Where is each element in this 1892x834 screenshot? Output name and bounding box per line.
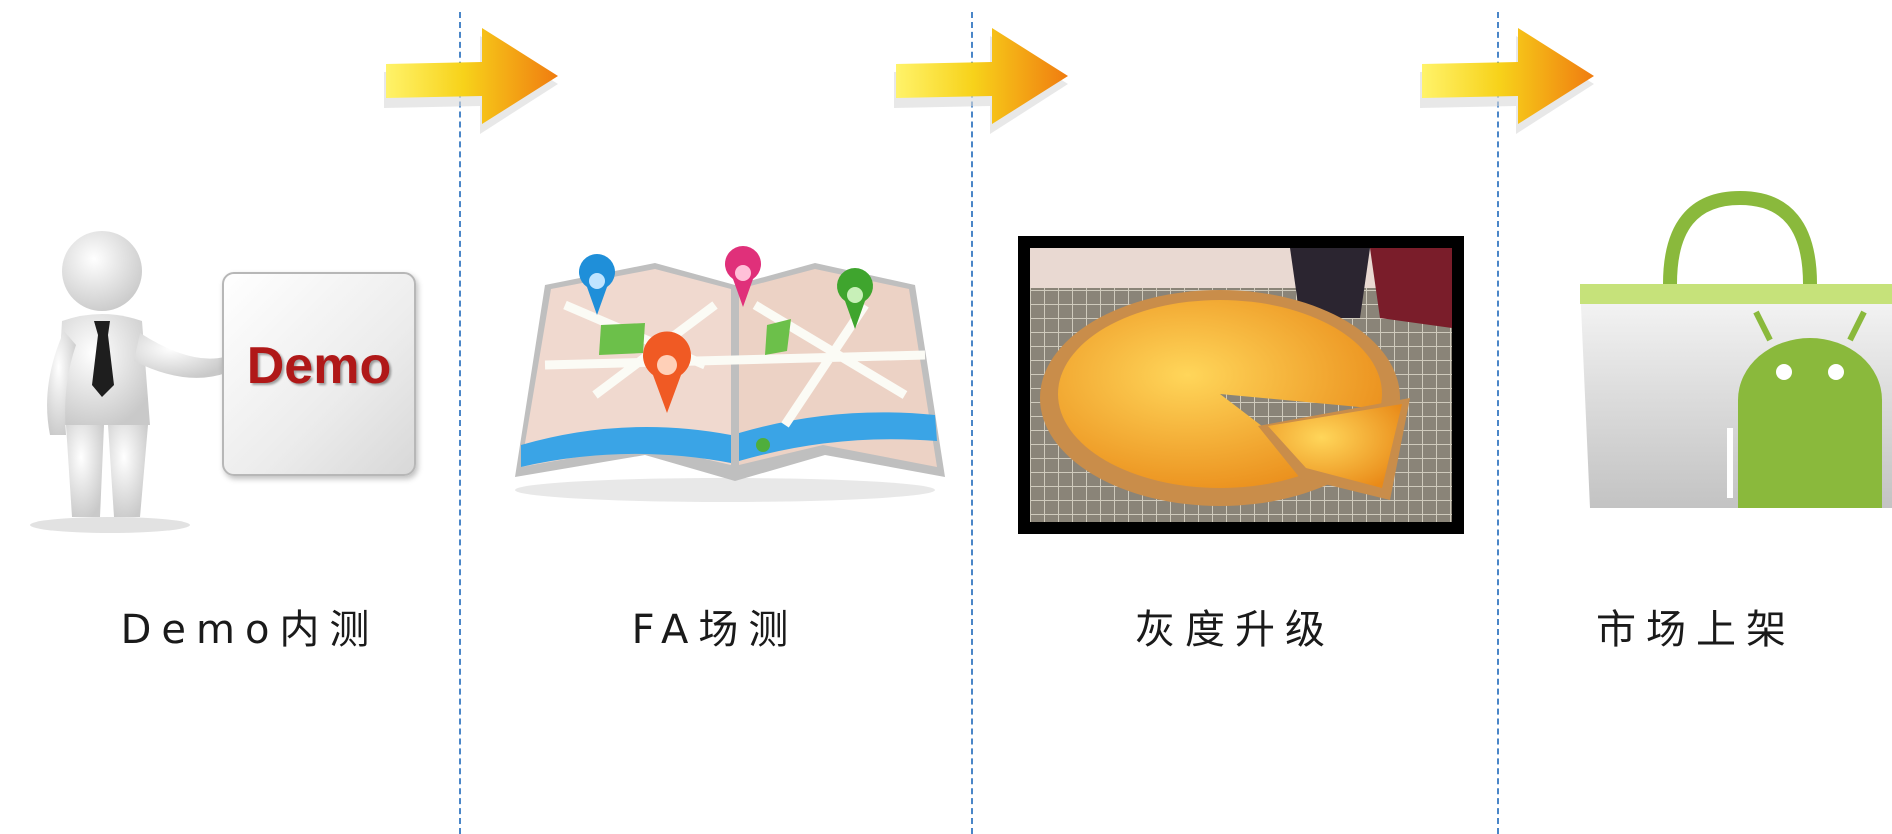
presenter-figure-icon [30,231,226,533]
flow-arrow-icon [384,28,558,134]
stage-label-market-release: 市场上架 [1596,607,1796,653]
stage-label-gray-release: 灰度升级 [1135,607,1335,653]
pie-photo-image [1030,248,1452,522]
stage-divider-1 [459,12,461,834]
pie-photo [1018,236,1464,534]
stage-divider-2 [971,12,973,834]
stage-divider-3 [1497,12,1499,834]
flow-arrow-icon [1420,28,1594,134]
demo-sign-card: Demo [222,272,416,476]
demo-sign-text: Demo [246,337,392,395]
stage-label-field-test: FA场测 [631,607,799,653]
flow-arrow-icon [894,28,1068,134]
android-market-bag-icon [1580,190,1892,508]
map-pins-icon [515,246,945,502]
stage-label-demo: Demo内测 [120,607,380,653]
